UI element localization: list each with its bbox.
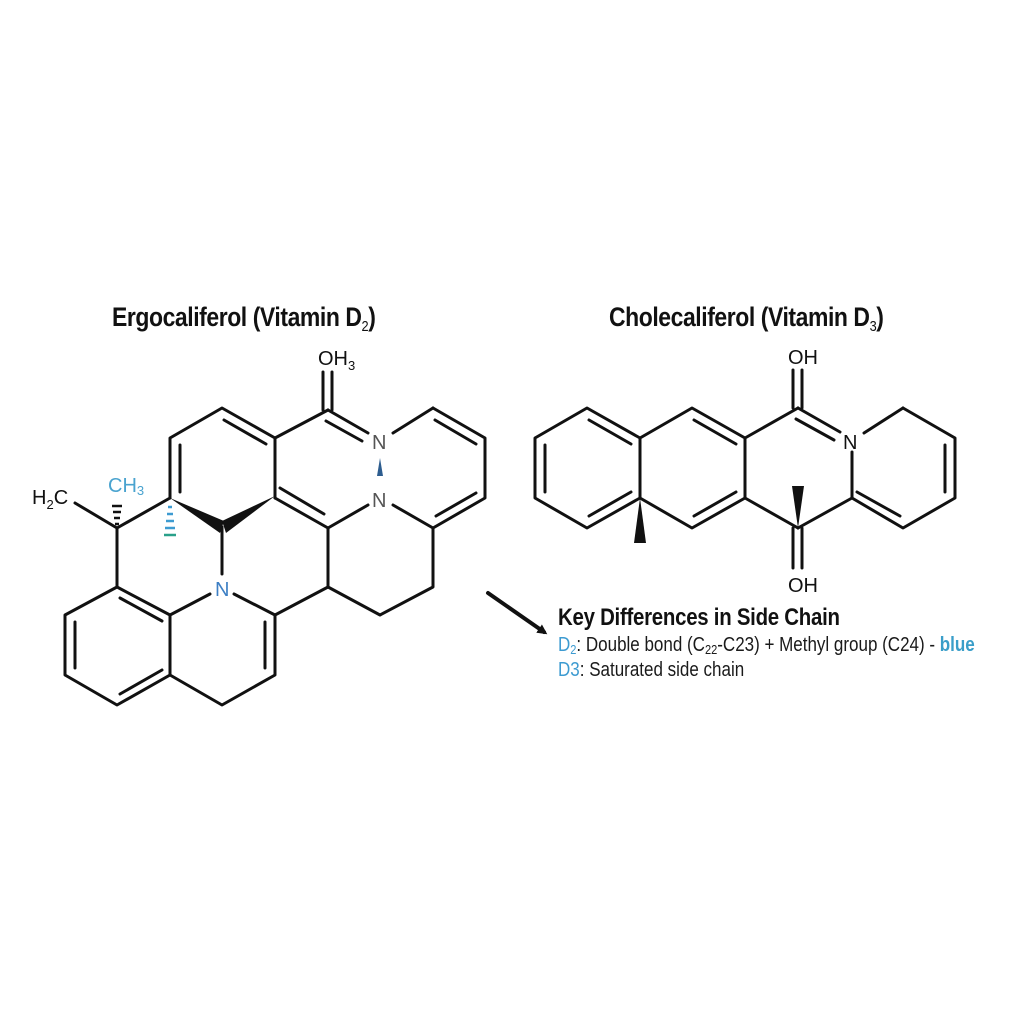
right-title-close: ) <box>876 302 884 332</box>
h2c-label: H2C <box>32 487 68 512</box>
left-atom-labels: OH3 N N N H2C CH3 <box>32 348 386 601</box>
d2-difference-line: D2: Double bond (C22-C23) + Methyl group… <box>558 634 975 657</box>
n-upper-label: N <box>372 432 386 454</box>
d2-tag: D2 <box>558 634 577 657</box>
left-molecule-title: Ergocaliferol (Vitamin D2) <box>112 302 376 335</box>
left-title-sub: 2 <box>361 318 369 335</box>
key-differences-panel: Key Differences in Side Chain D2: Double… <box>558 604 1024 682</box>
right-title-sub: 3 <box>869 318 877 335</box>
n-center-label: N <box>215 579 229 601</box>
left-title-main: Ergocaliferol (Vitamin D <box>112 302 362 332</box>
n-lower-label: N <box>372 490 386 512</box>
right-atom-labels: OH N OH <box>788 347 857 597</box>
arrow-down-right-icon <box>486 591 548 635</box>
left-stereo-bonds <box>112 458 383 537</box>
ergocalciferol-structure <box>63 370 487 707</box>
oh-bottom-label: OH <box>788 575 818 597</box>
right-stereo-bonds <box>634 486 804 543</box>
d3-tag: D3 <box>558 659 580 681</box>
oh3-label: OH3 <box>318 348 355 373</box>
left-title-close: ) <box>368 302 376 332</box>
d3-difference-line: D3: Saturated side chain <box>558 659 745 681</box>
oh-top-label: OH <box>788 347 818 369</box>
key-differences-title: Key Differences in Side Chain <box>558 604 840 631</box>
ch3-label: CH3 <box>108 475 144 498</box>
blue-accent-word: blue <box>939 634 975 656</box>
n-right-label: N <box>843 432 857 454</box>
right-molecule-title: Cholecaliferol (Vitamin D3) <box>609 302 884 335</box>
right-title-main: Cholecaliferol (Vitamin D <box>609 302 870 332</box>
cholecalciferol-structure <box>533 368 957 570</box>
